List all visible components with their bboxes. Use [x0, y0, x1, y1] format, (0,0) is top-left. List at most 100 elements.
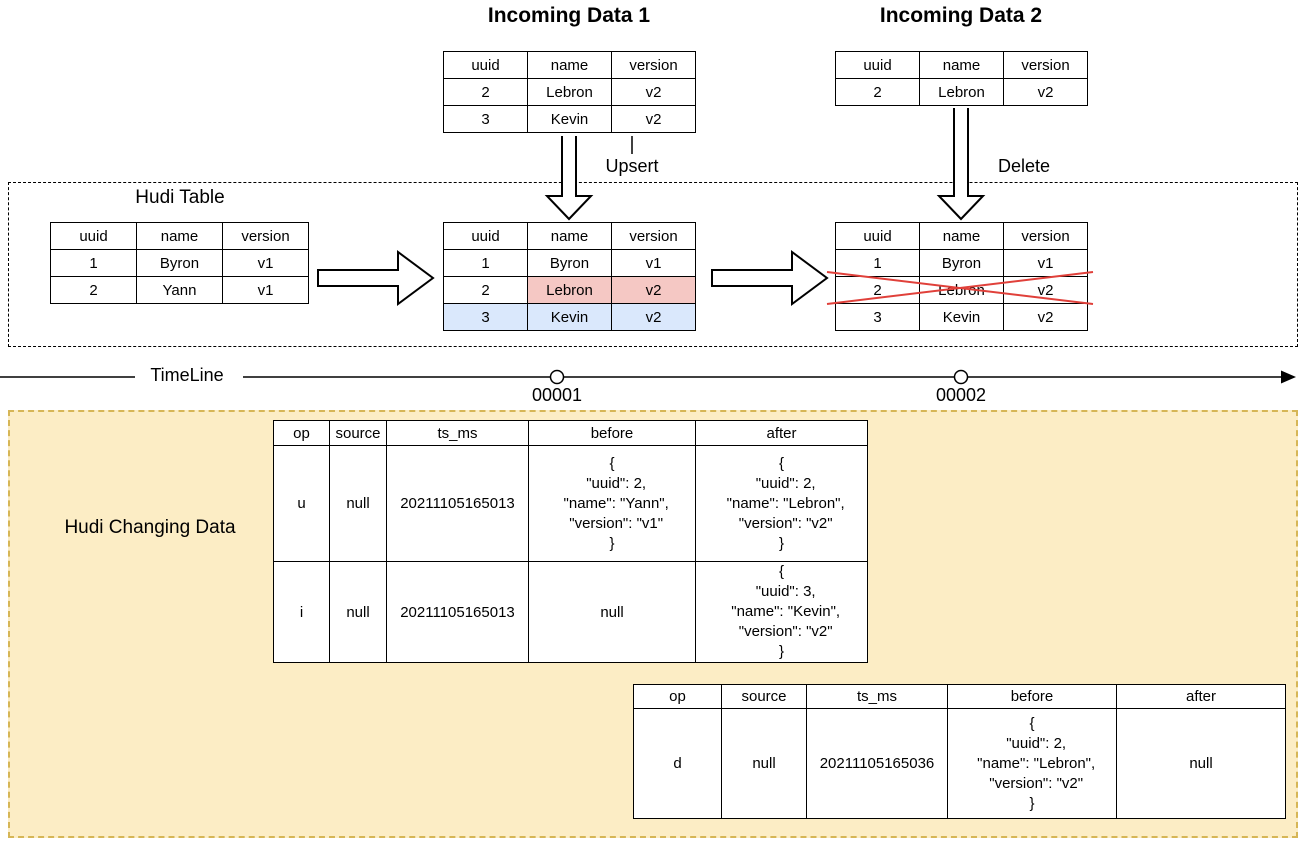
column-header: version — [1003, 222, 1088, 250]
column-header: version — [1003, 51, 1088, 79]
table-row: 1 Byron v1 — [443, 249, 696, 277]
source-cell: null — [329, 445, 387, 562]
op-cell: u — [273, 445, 330, 562]
column-header: after — [1116, 684, 1286, 709]
cdc-row-delete: d null 20211105165036 { "uuid": 2, "name… — [633, 708, 1286, 819]
cdc-row-update: u null 20211105165013 { "uuid": 2, "name… — [273, 445, 868, 562]
column-header: version — [611, 51, 696, 79]
timeline-label: TimeLine — [150, 365, 224, 385]
cell: v1 — [222, 276, 309, 304]
cell: Byron — [136, 249, 223, 277]
hudi-table-after-upsert: uuid name version 1 Byron v1 2 Lebron v2… — [443, 222, 696, 331]
ts-cell: 20211105165013 — [386, 445, 529, 562]
table-header-row: uuid name version — [443, 222, 696, 250]
column-header: name — [136, 222, 223, 250]
changing-data-table-1: op source ts_ms before after u null 2021… — [273, 420, 868, 663]
cell: Lebron — [527, 78, 612, 106]
table-row: 1 Byron v1 — [835, 249, 1088, 277]
table-header-row: op source ts_ms before after — [273, 420, 868, 446]
hudi-table-after-delete: uuid name version 1 Byron v1 2 Lebron v2… — [835, 222, 1088, 331]
cell: Lebron — [919, 276, 1004, 304]
cell-updated: v2 — [611, 276, 696, 304]
table-header-row: uuid name version — [835, 222, 1088, 250]
after-cell: { "uuid": 2, "name": "Lebron", "version"… — [695, 445, 868, 562]
cell-inserted: Kevin — [527, 303, 612, 331]
after-cell: { "uuid": 3, "name": "Kevin", "version":… — [695, 561, 868, 663]
timeline-arrowhead-icon — [1281, 370, 1296, 384]
after-cell: null — [1116, 708, 1286, 819]
op-cell: i — [273, 561, 330, 663]
cell: Kevin — [919, 303, 1004, 331]
cell: v2 — [1003, 276, 1088, 304]
column-header: source — [721, 684, 807, 709]
column-header: ts_ms — [386, 420, 529, 446]
cell: v2 — [1003, 303, 1088, 331]
table-header-row: uuid name version — [443, 51, 696, 79]
column-header: source — [329, 420, 387, 446]
timeline-commit-1-label: 00001 — [531, 385, 583, 405]
cell: 1 — [835, 249, 920, 277]
cell: 3 — [443, 105, 528, 133]
cell: v2 — [611, 105, 696, 133]
op-cell: d — [633, 708, 722, 819]
column-header: op — [273, 420, 330, 446]
cell: v2 — [611, 78, 696, 106]
timeline-commit-2-marker — [953, 369, 969, 385]
timeline-commit-1-marker — [549, 369, 565, 385]
cell-updated: Lebron — [527, 276, 612, 304]
incoming-data-1-table: uuid name version 2 Lebron v2 3 Kevin v2 — [443, 51, 696, 133]
cell: 2 — [443, 78, 528, 106]
cell: 2 — [835, 78, 920, 106]
column-header: before — [947, 684, 1117, 709]
before-cell: null — [528, 561, 696, 663]
table-header-row: uuid name version — [50, 222, 309, 250]
table-row: 3 Kevin v2 — [835, 303, 1088, 331]
column-header: name — [919, 51, 1004, 79]
cell: Yann — [136, 276, 223, 304]
column-header: uuid — [835, 222, 920, 250]
table-row-updated: 2 Lebron v2 — [443, 276, 696, 304]
timeline-commit-2-label: 00002 — [935, 385, 987, 405]
table-header-row: uuid name version — [835, 51, 1088, 79]
table-row: 2 Lebron v2 — [835, 78, 1088, 106]
cell: v1 — [611, 249, 696, 277]
source-cell: null — [329, 561, 387, 663]
cell: v1 — [222, 249, 309, 277]
before-cell: { "uuid": 2, "name": "Yann", "version": … — [528, 445, 696, 562]
cell: Kevin — [527, 105, 612, 133]
cell: v2 — [1003, 78, 1088, 106]
table-row: 2 Lebron v2 — [443, 78, 696, 106]
column-header: uuid — [835, 51, 920, 79]
cell: v1 — [1003, 249, 1088, 277]
incoming-data-1-title: Incoming Data 1 — [487, 4, 651, 27]
column-header: ts_ms — [806, 684, 948, 709]
table-row: 1 Byron v1 — [50, 249, 309, 277]
column-header: uuid — [443, 222, 528, 250]
before-cell: { "uuid": 2, "name": "Lebron", "version"… — [947, 708, 1117, 819]
cell-inserted: v2 — [611, 303, 696, 331]
cell: 1 — [443, 249, 528, 277]
source-cell: null — [721, 708, 807, 819]
column-header: name — [527, 51, 612, 79]
ts-cell: 20211105165036 — [806, 708, 948, 819]
cdc-row-insert: i null 20211105165013 null { "uuid": 3, … — [273, 561, 868, 663]
column-header: uuid — [50, 222, 137, 250]
hudi-table-title: Hudi Table — [135, 187, 225, 208]
upsert-label: Upsert — [605, 156, 659, 176]
column-header: name — [527, 222, 612, 250]
column-header: version — [611, 222, 696, 250]
incoming-data-2-title: Incoming Data 2 — [879, 4, 1043, 27]
column-header: op — [633, 684, 722, 709]
cell: Byron — [527, 249, 612, 277]
cell: 3 — [835, 303, 920, 331]
cell-inserted: 3 — [443, 303, 528, 331]
cell: Byron — [919, 249, 1004, 277]
column-header: before — [528, 420, 696, 446]
table-row: 2 Yann v1 — [50, 276, 309, 304]
delete-label: Delete — [997, 156, 1051, 176]
hudi-table-initial: uuid name version 1 Byron v1 2 Yann v1 — [50, 222, 309, 304]
cell: Lebron — [919, 78, 1004, 106]
hudi-changing-data-title: Hudi Changing Data — [64, 517, 236, 538]
cell: 1 — [50, 249, 137, 277]
